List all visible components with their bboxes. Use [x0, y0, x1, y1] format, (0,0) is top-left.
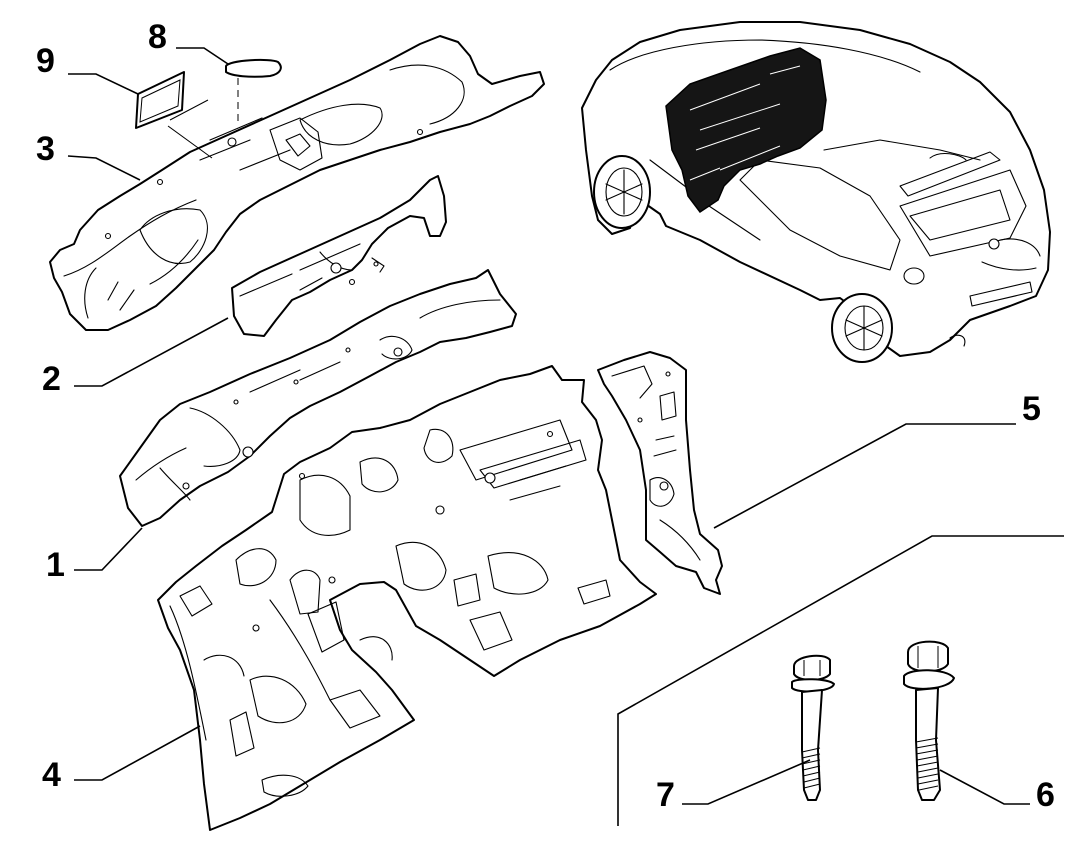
part-9-label-sticker: [135, 71, 213, 159]
callout-2: 2: [42, 360, 61, 398]
callout-5: 5: [1022, 390, 1041, 428]
leader-1: [74, 527, 143, 571]
vehicle-locator-view: [581, 21, 1051, 363]
part-8-clip-plug: [225, 58, 282, 126]
bolt-group-bracket: [617, 535, 1064, 826]
leader-4: [74, 725, 201, 781]
leader-8: [176, 47, 229, 65]
callout-1: 1: [46, 546, 65, 584]
leader-5: [713, 423, 1016, 529]
leader-lines: [67, 47, 1064, 826]
leader-3: [67, 155, 141, 181]
part-5-pillar-trim: [597, 351, 723, 595]
callout-6: 6: [1036, 776, 1055, 814]
part-1-lower-insulation: [119, 269, 517, 527]
callout-4: 4: [42, 756, 61, 794]
leader-2: [74, 317, 229, 387]
part-6-bolt: [903, 640, 955, 801]
part-4-floor-bulkhead-insulation: [157, 365, 657, 831]
leader-9: [68, 73, 139, 95]
callout-7: 7: [656, 776, 675, 814]
part-7-bolt: [791, 654, 835, 801]
leader-6: [939, 769, 1030, 805]
callout-labels: 9 8 3 2 1 4 5 6 7: [36, 18, 1055, 814]
leader-7: [682, 759, 811, 805]
callout-3: 3: [36, 130, 55, 168]
callout-8: 8: [148, 18, 167, 56]
part-2-middle-insulation: [231, 175, 447, 337]
part-3-dash-upper-insulation: [49, 35, 545, 331]
callout-9: 9: [36, 42, 55, 80]
